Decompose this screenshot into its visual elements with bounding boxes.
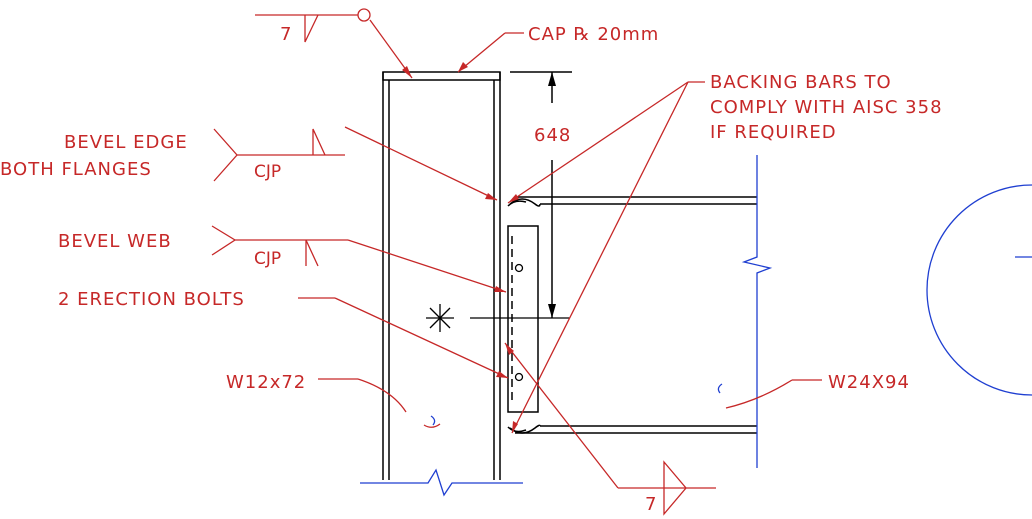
backing-bars-line3: IF REQUIRED — [710, 122, 837, 143]
top-weld-symbol: 7 — [255, 8, 413, 79]
bottom-weld-symbol: 7 — [504, 342, 716, 516]
backing-bars-callout: BACKING BARS TO COMPLY WITH AISC 358 IF … — [507, 72, 943, 434]
erection-bolts-callout: 2 ERECTION BOLTS — [58, 289, 509, 379]
break-lines — [360, 155, 1032, 497]
bolt-hole-icon — [514, 372, 524, 382]
cjp-web-label: CJP — [254, 249, 281, 269]
cjp-flanges-label: CJP — [254, 162, 281, 182]
weld-all-around-icon — [357, 8, 371, 22]
dimension-648-label: 648 — [534, 125, 571, 146]
column-section-label: W12x72 — [226, 372, 306, 393]
backing-bars-line1: BACKING BARS TO — [710, 72, 892, 93]
centerline-marker — [426, 304, 570, 332]
beam — [507, 196, 757, 434]
bevel-edge-line1: BEVEL EDGE — [64, 132, 188, 153]
column-section-callout: W12x72 — [226, 372, 407, 413]
erection-bolts-label: 2 ERECTION BOLTS — [58, 289, 245, 310]
cap-plate — [382, 71, 501, 81]
top-weld-size: 7 — [280, 24, 292, 45]
bevel-edge-callout: BEVEL EDGE BOTH FLANGES CJP — [0, 126, 498, 201]
bolt-hole-icon — [514, 263, 524, 273]
column — [382, 71, 501, 480]
bevel-web-callout: BEVEL WEB CJP — [58, 225, 507, 293]
dimension-648: 648 — [510, 71, 572, 318]
beam-section-callout: W24X94 — [725, 372, 910, 409]
cap-plate-label: CAP ℞ 20mm — [528, 24, 659, 45]
beam-section-label: W24X94 — [828, 372, 910, 393]
bottom-weld-size: 7 — [645, 494, 657, 515]
cap-plate-callout: CAP ℞ 20mm — [457, 24, 659, 73]
backing-bars-line2: COMPLY WITH AISC 358 — [710, 97, 943, 118]
bevel-edge-line2: BOTH FLANGES — [0, 159, 152, 180]
bevel-web-label: BEVEL WEB — [58, 231, 172, 252]
